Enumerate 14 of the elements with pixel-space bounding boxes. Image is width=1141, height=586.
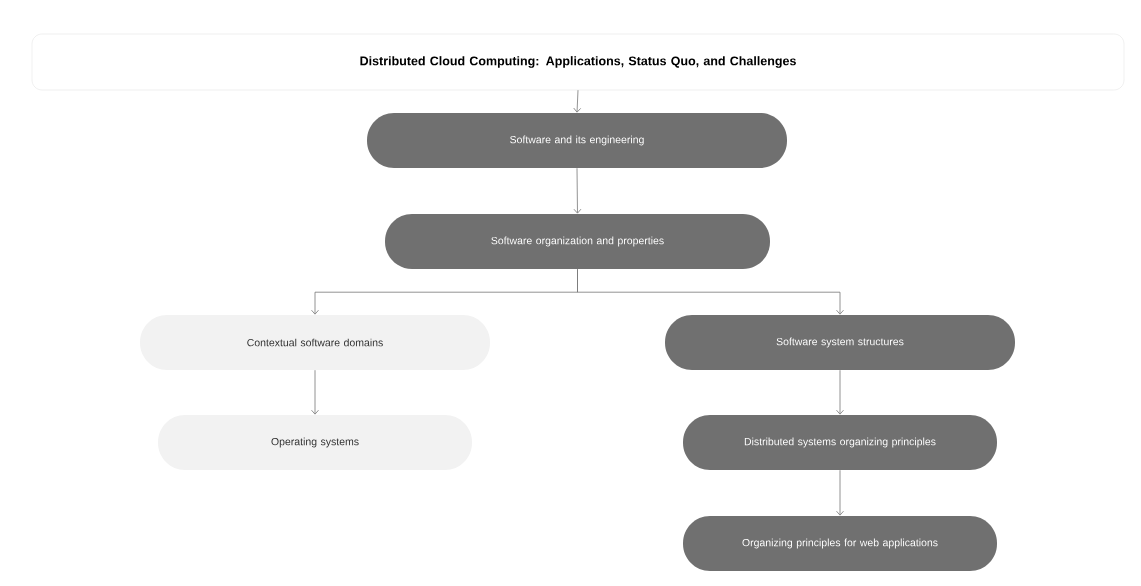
process-box: Operating systems <box>158 415 472 470</box>
arrow <box>836 469 844 516</box>
process-box: Distributed systems organizing principles <box>683 415 997 470</box>
process-box: Software system structures <box>665 315 1015 370</box>
process-box: Contextual software domains <box>140 315 490 370</box>
arrow <box>573 167 582 214</box>
process-box: Organizing principles for web applications <box>683 516 997 571</box>
process-box: Software organization and properties <box>385 214 770 269</box>
title-box: Distributed Cloud Computing: Applications, Status Quo, and Challenges <box>31 33 1125 91</box>
arrow <box>311 369 319 415</box>
arrow <box>573 89 582 113</box>
arrow <box>836 369 844 415</box>
arrow <box>577 268 844 315</box>
process-box: Software and its engineering <box>367 113 787 168</box>
